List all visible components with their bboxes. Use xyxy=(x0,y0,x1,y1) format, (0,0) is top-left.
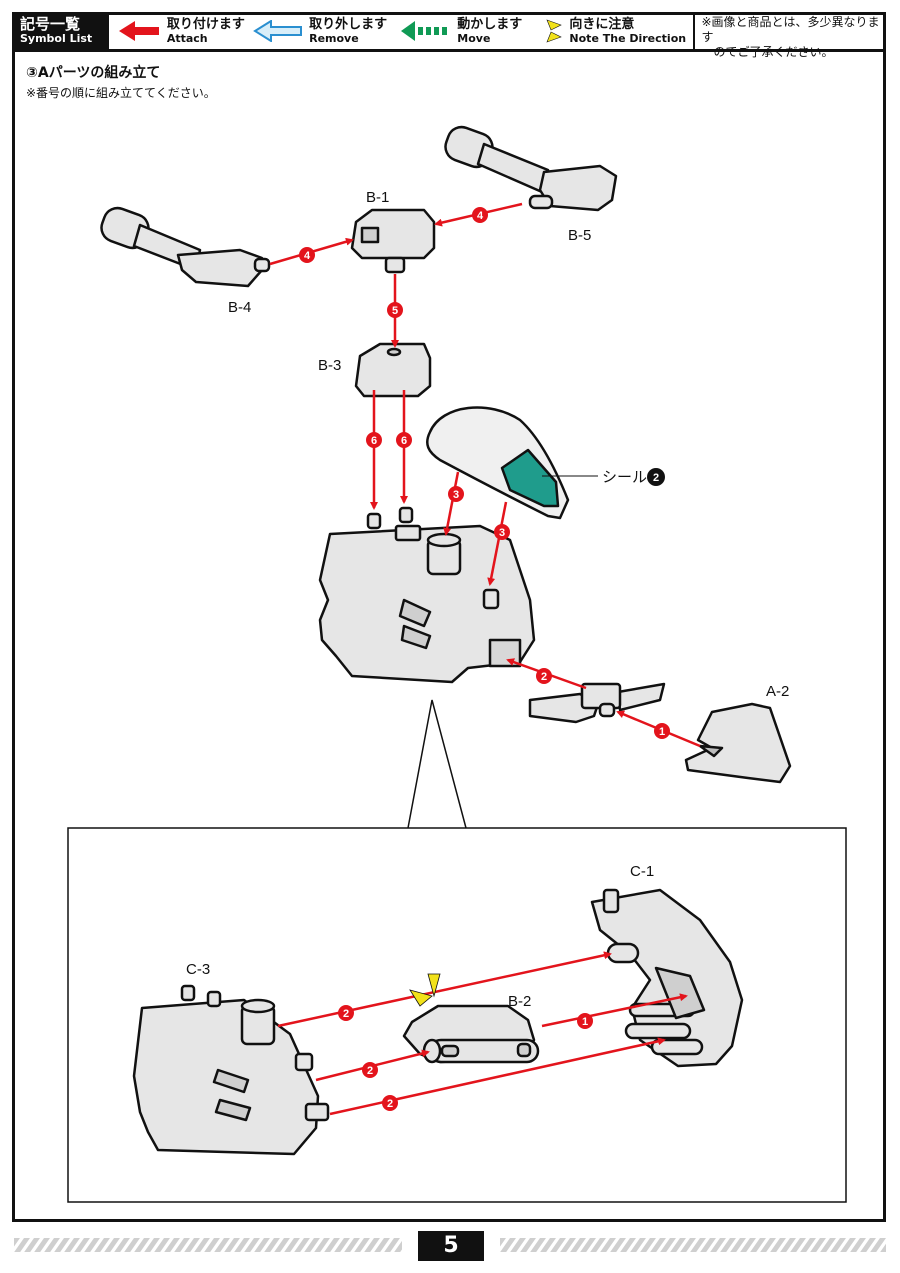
step-numbers: 4 4 5 6 6 3 3 2 1 2 2 2 1 xyxy=(299,207,670,1111)
svg-text:5: 5 xyxy=(392,305,398,317)
svg-text:1: 1 xyxy=(582,1016,588,1028)
step-badge-2b: 2 xyxy=(338,1005,354,1021)
svg-text:2: 2 xyxy=(653,472,659,484)
page-frame xyxy=(12,12,886,1222)
step-badge-2c: 2 xyxy=(362,1062,378,1078)
step-badge-6a: 6 xyxy=(366,432,382,448)
section-title: ③Aパーツの組み立て xyxy=(26,65,161,81)
arrow-c3-to-c1-top xyxy=(277,951,612,1028)
label-c3: C-3 xyxy=(186,961,210,978)
step-badge-6b: 6 xyxy=(396,432,412,448)
legend-attach-en: Attach xyxy=(166,31,208,45)
legend-remove-en: Remove xyxy=(309,31,359,45)
sticker-area xyxy=(500,448,560,508)
section-subtitle: ※番号の順に組み立ててください。 xyxy=(26,86,216,100)
attach-arrow-icon xyxy=(118,20,159,41)
part-c3 xyxy=(132,984,330,1156)
step-badge-1b: 1 xyxy=(577,1013,593,1029)
step-badge-3b: 3 xyxy=(494,524,510,540)
legend-item-attach: 取り付けます Attach xyxy=(109,12,245,49)
legend-remove-jp: 取り外します xyxy=(309,16,388,32)
symbol-legend: 記号一覧 Symbol List 取り付けます Attach 取り外します Re… xyxy=(12,12,886,59)
label-c1: C-1 xyxy=(630,863,654,880)
svg-text:6: 6 xyxy=(371,435,377,447)
remove-arrow-icon xyxy=(253,19,303,42)
svg-text:3: 3 xyxy=(499,527,505,539)
label-a2: A-2 xyxy=(766,683,789,700)
step-badge-2a: 2 xyxy=(536,668,552,684)
part-a2 xyxy=(684,702,792,784)
legend-item-direction: 向きに注意 Note The Direction xyxy=(537,12,693,49)
legend-title-jp: 記号一覧 xyxy=(20,14,81,33)
svg-text:2: 2 xyxy=(367,1065,373,1077)
legend-note-line1: ※画像と商品とは、多少異なります xyxy=(701,15,880,44)
step-badge-1a: 1 xyxy=(654,723,670,739)
part-b1 xyxy=(350,208,436,274)
part-b5 xyxy=(444,125,618,212)
step-badge-5: 5 xyxy=(387,302,403,318)
legend-note: ※画像と商品とは、多少異なります のでご了承ください。 xyxy=(693,12,886,59)
sticker-number-badge: 2 xyxy=(647,468,665,486)
arrow-canopy-to-body-right xyxy=(487,501,508,586)
step-badge-3a: 3 xyxy=(448,486,464,502)
sticker-label: シール xyxy=(602,469,647,486)
part-b2-shape xyxy=(402,1004,540,1064)
svg-text:1: 1 xyxy=(659,726,665,738)
svg-text:4: 4 xyxy=(304,250,311,262)
move-arrow-icon xyxy=(401,20,448,41)
part-c1 xyxy=(590,888,744,1068)
legend-move-en: Move xyxy=(457,31,491,45)
step-badge-2d: 2 xyxy=(382,1095,398,1111)
legend-direction-jp: 向きに注意 xyxy=(569,16,635,32)
arrow-b2-to-c1 xyxy=(541,993,688,1028)
part-wing xyxy=(528,682,666,724)
page-number: 5 xyxy=(418,1231,484,1261)
part-canopy xyxy=(426,406,598,520)
footer-stripe-left xyxy=(14,1238,402,1252)
label-b1: B-1 xyxy=(366,189,389,206)
step-badge-4b: 4 xyxy=(472,207,488,223)
label-b3: B-3 xyxy=(318,357,341,374)
legend-note-line2: のでご了承ください。 xyxy=(713,45,834,59)
label-b2: B-2 xyxy=(508,993,531,1010)
label-b5: B-5 xyxy=(568,227,591,244)
svg-text:4: 4 xyxy=(477,210,484,222)
part-b4 xyxy=(100,206,271,288)
label-b4: B-4 xyxy=(228,299,251,316)
legend-direction-en: Note The Direction xyxy=(569,31,687,45)
footer-stripe-right xyxy=(500,1238,886,1252)
svg-text:3: 3 xyxy=(453,489,459,501)
legend-move-jp: 動かします xyxy=(457,16,523,32)
legend-item-remove: 取り外します Remove xyxy=(245,12,391,49)
svg-text:2: 2 xyxy=(541,671,547,683)
svg-text:6: 6 xyxy=(401,435,407,447)
legend-title-en: Symbol List xyxy=(20,31,93,45)
arrow-canopy-to-body-left xyxy=(443,471,460,536)
direction-note-icon xyxy=(409,973,441,1007)
part-main-body xyxy=(318,506,536,684)
legend-attach-jp: 取り付けます xyxy=(166,16,245,32)
legend-title: 記号一覧 Symbol List xyxy=(12,12,109,49)
direction-triangles-icon xyxy=(546,18,563,43)
legend-item-move: 動かします Move xyxy=(391,12,537,49)
svg-text:2: 2 xyxy=(387,1098,393,1110)
step-badge-4a: 4 xyxy=(299,247,315,263)
svg-text:2: 2 xyxy=(343,1008,349,1020)
part-b3 xyxy=(354,342,432,398)
